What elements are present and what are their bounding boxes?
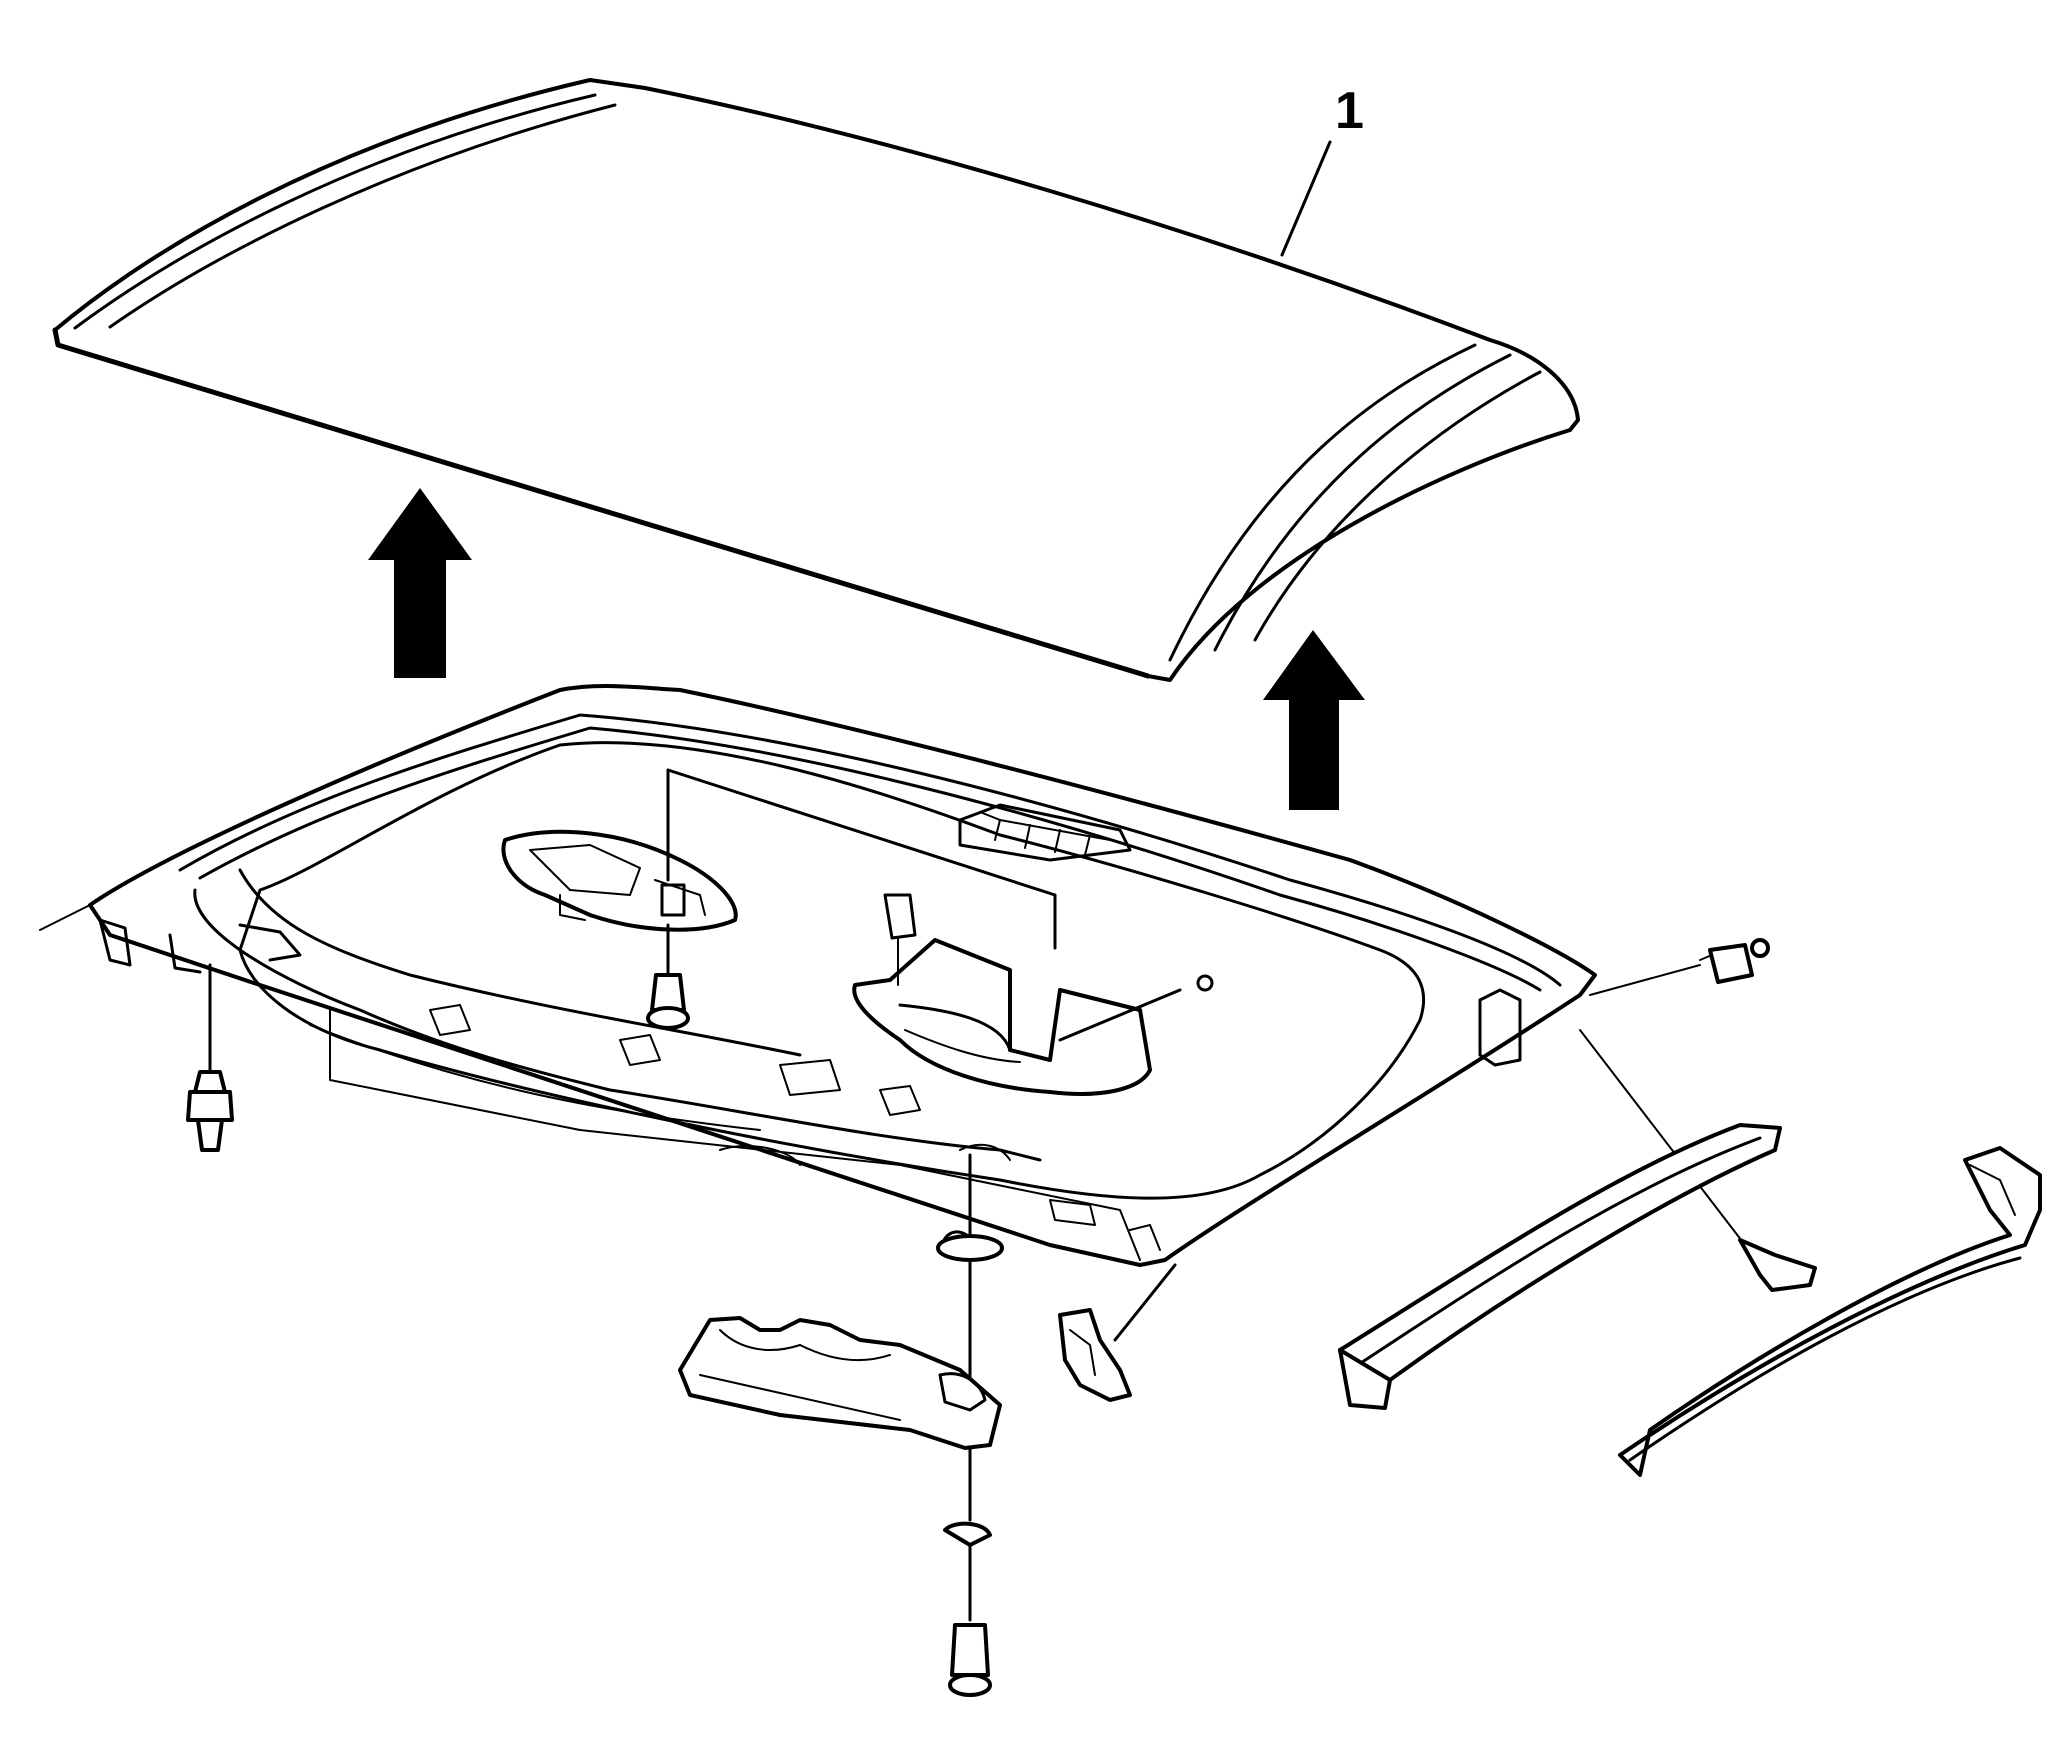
corner-bracket — [1058, 1263, 1177, 1402]
headliner-frame — [39, 683, 1597, 1267]
stud-fastener-left — [186, 963, 234, 1152]
removal-arrow-left — [368, 488, 472, 678]
side-rail-upper — [1338, 1123, 1782, 1410]
center-bracket-lines — [666, 768, 1057, 950]
side-rail-lower — [1618, 1146, 2042, 1477]
rear-clip-fastener — [1579, 1029, 1817, 1292]
dome-lamp-bracket — [501, 829, 738, 932]
front-fastener-chain — [936, 1153, 1004, 1697]
roof-panel — [52, 78, 1580, 682]
callout-number: 1 — [1335, 82, 1364, 140]
removal-arrow-right — [1263, 630, 1365, 810]
callout-1: 1 — [1280, 82, 1364, 257]
retainer-right — [1589, 938, 1770, 996]
bracket-screw — [646, 923, 690, 1030]
front-center-bracket — [678, 1316, 1002, 1450]
overhead-console-cover — [852, 893, 1214, 1096]
